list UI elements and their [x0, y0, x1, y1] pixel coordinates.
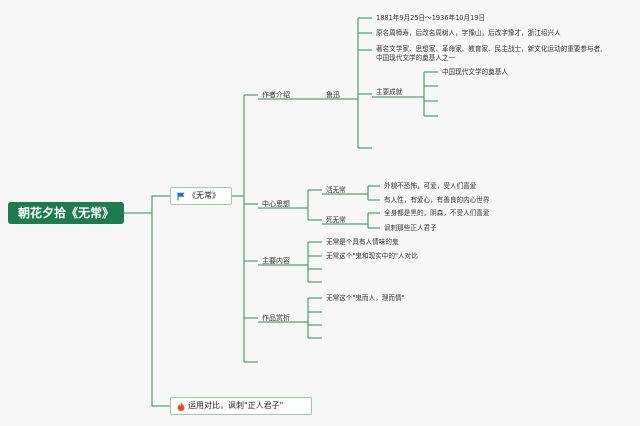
- main-topic-wuchang[interactable]: 《无常》: [170, 187, 232, 205]
- node-main-content[interactable]: 主要内容: [262, 257, 290, 265]
- node-appreciation-1[interactable]: 无常这个"鬼而人，理而情": [326, 294, 405, 302]
- node-alive-detail-1[interactable]: 外貌不恐怖，可爱，受人们喜爱: [384, 182, 477, 190]
- node-identity-line-2[interactable]: 中国现代文学的奠基人之一: [376, 54, 456, 62]
- node-appreciation[interactable]: 作品赏析: [262, 314, 290, 322]
- connector-root-main: [124, 195, 170, 214]
- node-identity-line-1[interactable]: 著名文学家、思想家、革命家、教育家、民主战士，新文化运动的重要参与者,: [376, 45, 603, 53]
- fire-icon: [177, 402, 185, 411]
- node-alive-detail-2[interactable]: 有人性，有爱心，有善良的内心世界: [384, 196, 490, 204]
- node-achievements[interactable]: 主要成就: [376, 88, 403, 96]
- node-alive-wuchang[interactable]: 活无常: [326, 186, 346, 194]
- node-author-intro[interactable]: 作者介绍: [262, 91, 290, 99]
- node-dead-detail-1[interactable]: 全身都是黑的，阴森，不受人们喜爱: [384, 209, 490, 217]
- node-birth-dates[interactable]: 1881年9月25日～1936年10月19日: [376, 14, 486, 22]
- main-topic-label: 《无常》: [188, 191, 220, 200]
- node-content-2[interactable]: 无常这个"鬼和现实中的"人对比: [326, 252, 418, 260]
- node-dead-detail-2[interactable]: 讽刺那些正人君子: [384, 224, 437, 232]
- node-dead-wuchang[interactable]: 死无常: [326, 216, 346, 224]
- flag-icon: [177, 192, 185, 200]
- node-content-1[interactable]: 无常是个具有人情味的鬼: [326, 238, 399, 246]
- node-names[interactable]: 原名周樟寿，后改名周树人，字豫山，后改字豫才，浙江绍兴人: [376, 29, 561, 37]
- node-luxun[interactable]: 鲁迅: [326, 91, 340, 99]
- connector-root-bottom: [151, 213, 170, 407]
- bottom-topic[interactable]: 运用对比，讽刺"正人君子": [170, 397, 312, 415]
- root-topic[interactable]: 朝花夕拾《无常》: [8, 202, 124, 224]
- node-central-idea[interactable]: 中心思想: [262, 200, 290, 208]
- bottom-topic-label: 运用对比，讽刺"正人君子": [188, 401, 284, 410]
- node-achievement-1[interactable]: 中国现代文学的奠基人: [442, 68, 508, 76]
